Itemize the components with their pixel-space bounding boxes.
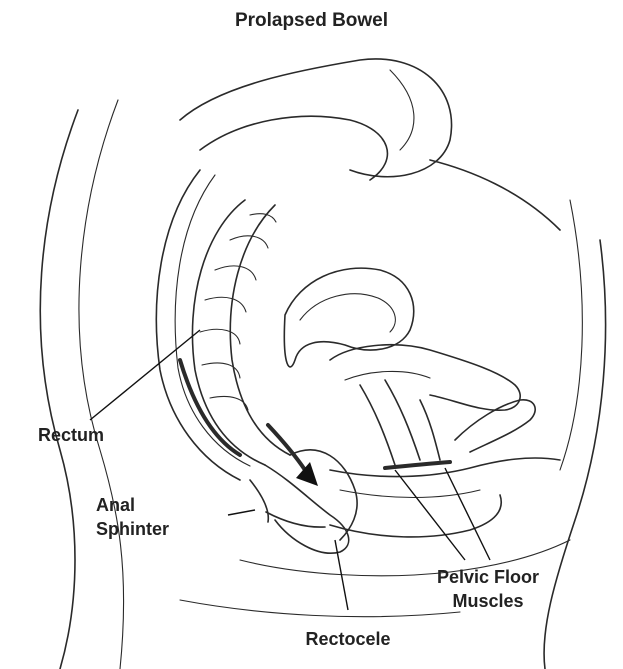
bladder	[330, 345, 520, 410]
leader-anal-sphincter	[228, 510, 255, 515]
prolapse-arrow-head	[296, 462, 318, 486]
label-anal-sphincter-line2: Sphinter	[96, 518, 169, 540]
label-pelvic-floor-line1: Pelvic Floor	[408, 566, 568, 588]
body-outline-back	[40, 110, 78, 669]
bowel-loops	[180, 59, 452, 177]
anal-canal	[250, 480, 268, 522]
label-anal-sphincter-line1: Anal	[96, 494, 135, 516]
label-rectocele: Rectocele	[288, 628, 408, 650]
rectum	[192, 200, 265, 465]
label-rectum: Rectum	[38, 424, 104, 446]
urethra	[420, 400, 440, 460]
prolapse-arrow	[268, 425, 305, 470]
uterus	[284, 268, 413, 367]
pubic-bone	[455, 400, 535, 452]
vagina	[360, 385, 395, 465]
label-pelvic-floor-line2: Muscles	[408, 590, 568, 612]
leader-pelvic-floor-1	[395, 470, 465, 560]
leader-pelvic-floor-2	[445, 468, 490, 560]
